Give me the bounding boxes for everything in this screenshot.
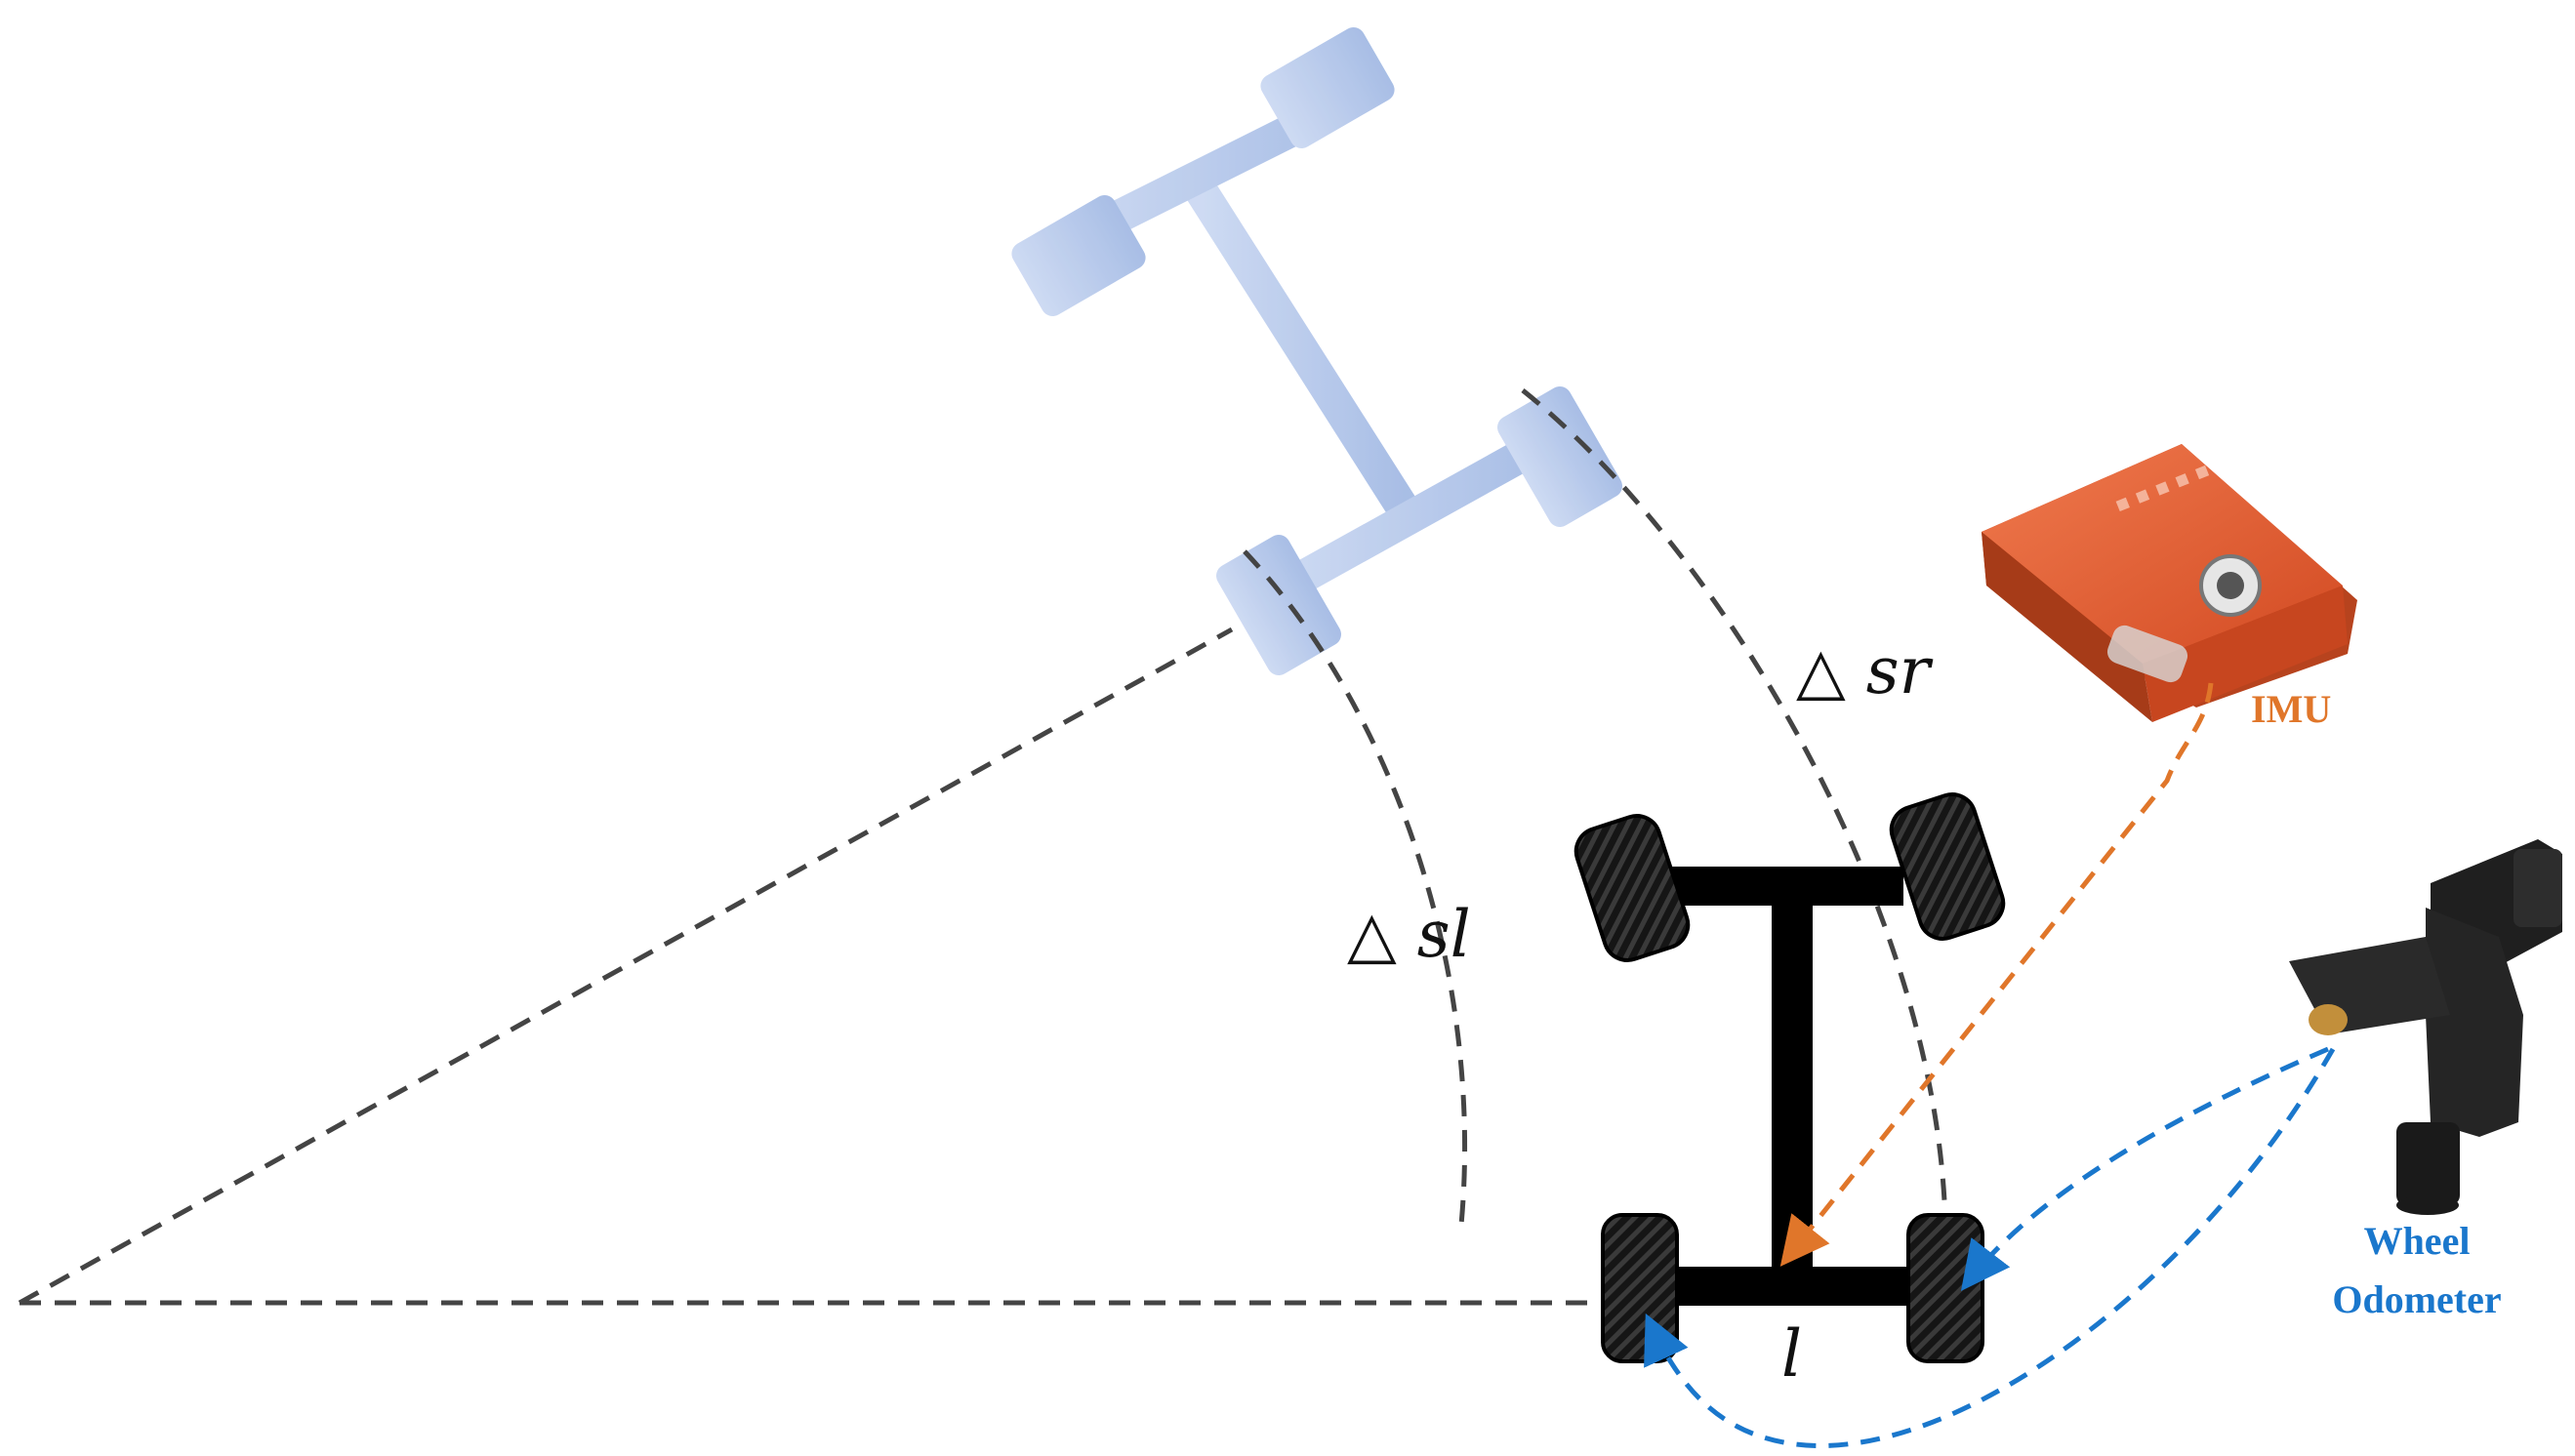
track-width-label: l — [1781, 1316, 1802, 1392]
delta-sl-label: △ sl — [1347, 897, 1471, 972]
imu-label: IMU — [2251, 687, 2331, 731]
odometer-arrow-left-wheel — [1644, 1047, 2336, 1448]
delta-sr-label: △ sr — [1796, 633, 1934, 708]
ghost-vehicle — [1011, 27, 1622, 676]
current-vehicle — [1574, 792, 2006, 1363]
imu-signal-arrow — [1779, 682, 2214, 1267]
ghost-wheel-front-left — [1011, 195, 1146, 316]
wheel-speed-sensor-icon — [2289, 839, 2562, 1215]
tire-icon — [1601, 1213, 1679, 1363]
arc-left-wheel — [1243, 549, 1468, 1226]
arc-right-wheel — [1521, 388, 1948, 1226]
odometer-signal-arrows — [1644, 1046, 2336, 1448]
ghost-wheel-front-right — [1260, 27, 1395, 148]
wheel-odometer-label-line2: Odometer — [2332, 1277, 2501, 1321]
odometer-arrow-right-wheel — [1960, 1046, 2329, 1291]
imu-sensor-icon: ▪ ▪ ▪ ▪ ▪ — [1982, 444, 2357, 722]
radius-line-previous — [18, 627, 1234, 1306]
ghost-wheel-rear-right — [1497, 385, 1622, 528]
tire-icon — [1574, 814, 1691, 962]
tire-icon — [1889, 792, 2006, 941]
ghost-wheel-rear-left — [1216, 534, 1341, 676]
tire-icon — [1906, 1213, 1984, 1363]
wheel-odometer-label-line1: Wheel — [2364, 1219, 2471, 1263]
rotation-geometry — [18, 388, 1948, 1306]
